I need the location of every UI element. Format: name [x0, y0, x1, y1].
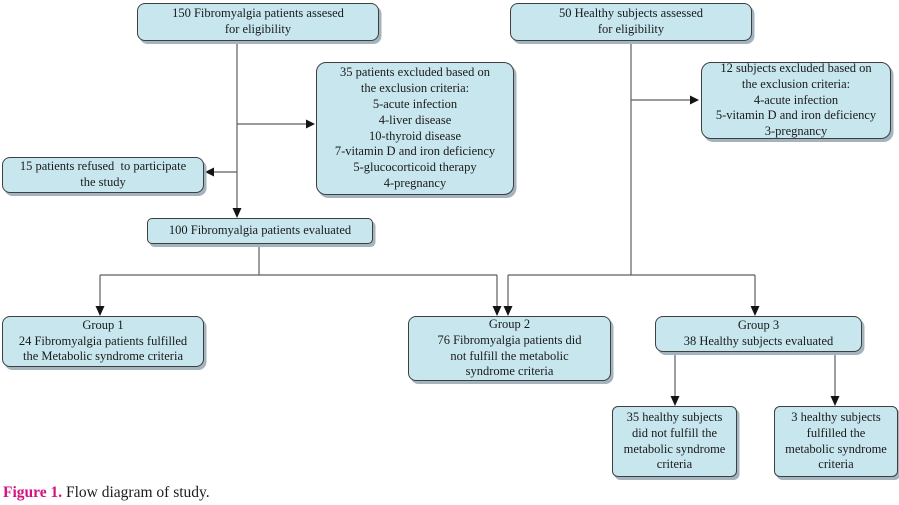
node-group1: Group 1 24 Fibromyalgia patients fulfill… [2, 316, 204, 367]
arrow-right-healthy-excluded-icon [690, 95, 699, 105]
line-fm-split [99, 245, 498, 307]
line-group3-split [674, 353, 836, 397]
figure-caption-label: Figure 1. [3, 484, 63, 501]
figure-caption-text: Flow diagram of study. [66, 484, 210, 501]
figure-caption: Figure 1. Flow diagram of study. [3, 483, 210, 502]
node-healthy-not-fulfilled: 35 healthy subjects did not fulfill the … [612, 406, 737, 477]
arrow-down-healthy-fulfilled-icon [830, 396, 840, 406]
node-group2: Group 2 76 Fibromyalgia patients did not… [408, 316, 611, 381]
arrow-down-healthy-notfulfilled-icon [670, 396, 680, 406]
node-refused: 15 patients refused to participate the s… [2, 157, 204, 193]
node-healthy-assessed: 50 Healthy subjects assessed for eligibi… [510, 3, 752, 41]
node-fm-assessed: 150 Fibromyalgia patients assesed for el… [137, 3, 379, 41]
node-healthy-fulfilled: 3 healthy subjects fulfilled the metabol… [774, 406, 898, 477]
node-group3: Group 3 38 Healthy subjects evaluated [655, 316, 862, 352]
line-healthy-split [507, 274, 756, 307]
arrow-right-fm-excluded-icon [306, 119, 315, 129]
node-fm-excluded: 35 patients excluded based on the exclus… [316, 62, 514, 195]
arrow-left-refused-icon [205, 167, 214, 177]
node-fm-evaluated: 100 Fibromyalgia patients evaluated [147, 218, 373, 244]
arrow-down-group2-right-icon [503, 306, 513, 316]
arrow-down-group1-icon [95, 306, 105, 316]
arrow-down-group2-left-icon [492, 306, 502, 316]
node-healthy-excluded: 12 subjects excluded based on the exclus… [701, 61, 891, 139]
arrow-down-fm-evaluated-icon [232, 208, 242, 218]
arrow-down-group3-icon [750, 306, 760, 316]
